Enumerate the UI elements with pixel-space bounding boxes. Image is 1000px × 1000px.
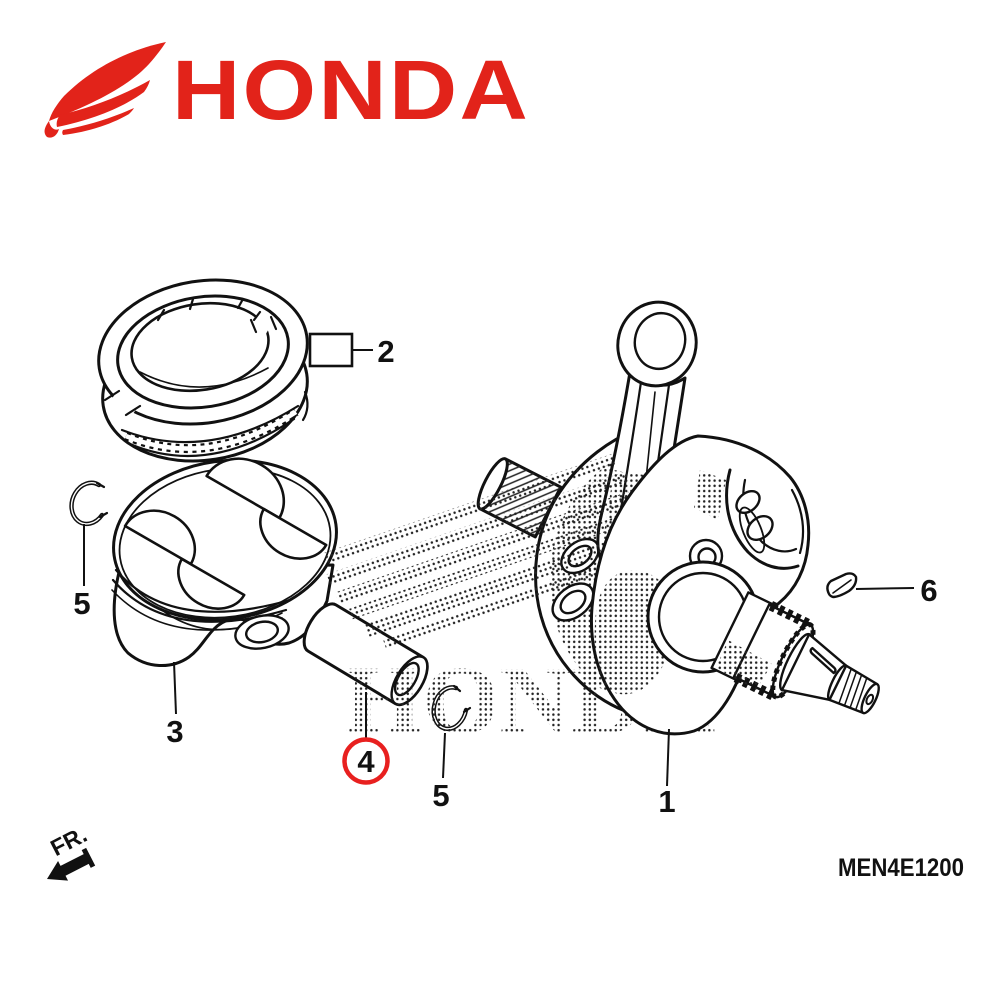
part-label-6[interactable]: 6 bbox=[920, 573, 937, 608]
highlight-circle bbox=[342, 737, 390, 785]
part-label-5-top[interactable]: 5 bbox=[73, 586, 90, 621]
crankshaft-front-drawing bbox=[589, 434, 880, 736]
woodruff-key-drawing bbox=[826, 572, 858, 599]
piston-ring-set-drawing bbox=[85, 278, 309, 463]
part-callout-4-highlighted[interactable]: 4 bbox=[342, 737, 390, 785]
circlip-bottom-drawing bbox=[431, 684, 472, 732]
part-label-2[interactable]: 2 bbox=[377, 334, 394, 369]
honda-wordmark: HONDA bbox=[172, 43, 530, 137]
leader-bracket-2 bbox=[308, 332, 354, 368]
front-direction-marker: FR. bbox=[46, 821, 96, 881]
piston-pin-drawing bbox=[302, 602, 429, 707]
part-label-5-bottom[interactable]: 5 bbox=[432, 778, 449, 813]
part-label-4: 4 bbox=[357, 744, 375, 779]
honda-logo: HONDA bbox=[44, 42, 530, 138]
diagram-code: MEN4E1200 bbox=[838, 854, 964, 882]
fr-direction-arrow-icon bbox=[47, 847, 96, 881]
part-label-1[interactable]: 1 bbox=[658, 784, 675, 819]
circlip-top-drawing bbox=[69, 480, 109, 527]
honda-wing-icon bbox=[44, 42, 166, 138]
piston-drawing bbox=[111, 457, 338, 668]
leader-lines bbox=[83, 332, 915, 787]
part-label-3[interactable]: 3 bbox=[166, 714, 183, 749]
